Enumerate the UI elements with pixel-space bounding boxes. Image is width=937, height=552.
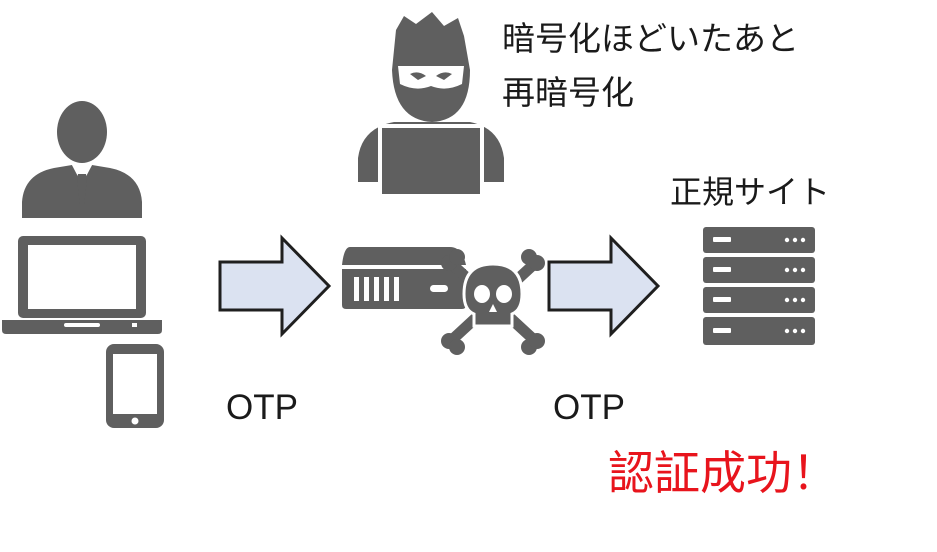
malware-badge <box>440 249 546 355</box>
arrow-right-icon <box>547 234 661 338</box>
user-phone <box>106 344 164 428</box>
otp-flow-arrow-right <box>547 234 661 338</box>
skull-crossbones-icon <box>441 249 545 355</box>
hacker-icon <box>358 12 504 198</box>
server-rack-icon <box>703 227 815 345</box>
attacker-note-line1: 暗号化ほどいたあと <box>502 19 799 58</box>
legit-server <box>703 227 815 345</box>
attacker <box>358 10 504 198</box>
otp-label-right: OTP <box>553 388 625 427</box>
otp-flow-arrow-left <box>218 234 332 338</box>
businessman-icon <box>22 101 142 218</box>
relay-device <box>340 245 468 311</box>
router-icon <box>342 247 466 309</box>
attacker-note-line2: 再暗号化 <box>502 73 634 112</box>
user-laptop <box>2 234 162 336</box>
otp-label-left: OTP <box>226 388 298 427</box>
laptop-icon <box>2 236 162 334</box>
auth-success-label: 認証成功！ <box>608 446 838 500</box>
legit-site-label: 正規サイト <box>670 173 831 211</box>
user <box>20 94 144 218</box>
arrow-right-icon <box>218 234 332 338</box>
smartphone-icon <box>106 344 164 428</box>
